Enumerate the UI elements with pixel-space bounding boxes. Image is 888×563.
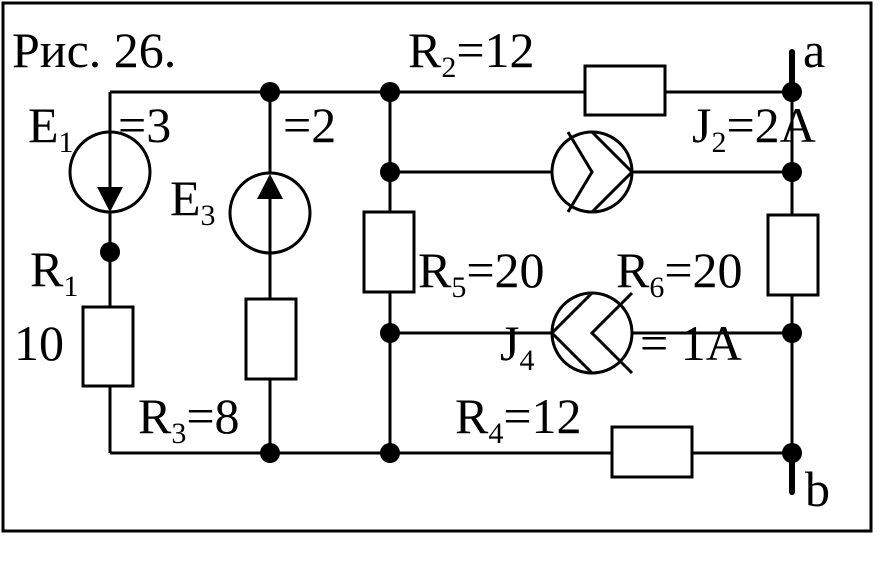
resistor-r3 [244,297,298,381]
resistor-r4 [610,425,694,479]
wires [108,90,794,455]
resistor-r5 [362,210,416,294]
resistor-r1 [81,305,135,388]
emf-source-e1 [68,130,152,214]
value-e3: =2 [283,97,336,153]
emf-source-e3 [228,171,312,255]
label-r3: R3=8 [138,388,240,450]
terminal-a-label: a [803,22,825,78]
label-r1: R1 [30,241,78,303]
junction-nodes [100,82,802,463]
label-r2: R2=12 [408,22,535,84]
label-e3: E3 [170,170,216,232]
value-r1: 10 [14,315,64,371]
figure-caption: Рис. 26. [12,22,176,78]
current-source-j2 [550,130,635,214]
value-e1: =3 [118,97,171,153]
label-j2: J2=2A [692,97,816,159]
label-j4: J4 [500,315,534,377]
resistor-r2 [583,64,667,117]
value-j4: = 1A [640,315,742,371]
diagram-frame [1,1,873,533]
label-r4: R4=12 [455,388,582,450]
terminal-b-label: b [805,461,830,517]
label-e1: E1 [28,97,74,159]
current-source-j4 [549,291,634,375]
label-r5: R5=20 [418,242,545,304]
label-r6: R6=20 [616,242,743,304]
resistor-r6 [766,213,820,297]
